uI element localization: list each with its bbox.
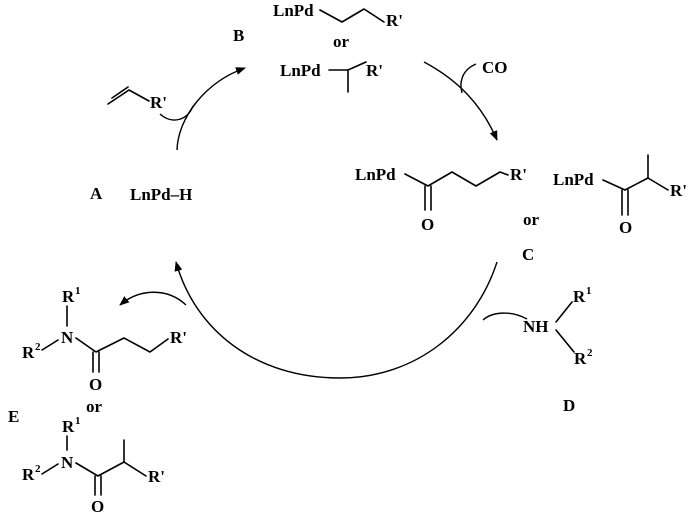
- label-a: A: [90, 184, 103, 203]
- b-linear-metal-label: LnPd: [273, 1, 314, 20]
- e-linear-r2-superscript: 2: [35, 341, 41, 353]
- b-linear-substituent-label: R': [386, 11, 403, 30]
- e-linear-substituent-label: R': [170, 328, 187, 347]
- amine-entry-curve: [482, 312, 528, 321]
- c-branched-oxygen-label: O: [619, 218, 632, 237]
- amine-r1-superscript: 1: [586, 285, 592, 297]
- c-linear-acyl-pd: LnPd O R': [355, 165, 527, 234]
- c-linear-metal-label: LnPd: [355, 165, 396, 184]
- e-branched-r2-label: R: [22, 465, 35, 484]
- e-linear-r2-label: R: [22, 343, 35, 362]
- co-label: CO: [482, 58, 508, 77]
- e-branched-r1-label: R: [62, 417, 75, 436]
- c-or-label: or: [523, 210, 540, 229]
- amine-r1-label: R: [573, 287, 586, 306]
- e-branched-oxygen-label: O: [91, 497, 104, 516]
- b-or-label: or: [333, 32, 350, 51]
- b-branched-metal-label: LnPd: [280, 61, 321, 80]
- e-branched-substituent-label: R': [148, 467, 165, 486]
- e-linear-r1-label: R: [62, 287, 75, 306]
- label-b: B: [233, 26, 244, 45]
- c-branched-metal-label: LnPd: [553, 170, 594, 189]
- alkene-substituent-label: R': [150, 93, 167, 112]
- co-entry-curve: [460, 63, 477, 94]
- arrow-b-to-c: [423, 61, 498, 141]
- label-c: C: [522, 245, 534, 264]
- label-e: E: [8, 407, 19, 426]
- amine-r2-superscript: 2: [587, 347, 593, 359]
- e-linear-n-label: N: [61, 328, 74, 347]
- amine-r2-label: R: [574, 349, 587, 368]
- alkene-substrate: R': [107, 86, 167, 112]
- label-d: D: [563, 396, 575, 415]
- arrow-c-to-a: [174, 261, 498, 379]
- b-linear-alkyl-pd: LnPd R': [273, 1, 403, 30]
- c-branched-acyl-pd: LnPd O R': [553, 154, 687, 237]
- b-branched-substituent-label: R': [366, 61, 383, 80]
- e-branched-r2-superscript: 2: [35, 463, 41, 475]
- b-branched-alkyl-pd: LnPd R': [280, 61, 383, 93]
- c-branched-substituent-label: R': [670, 181, 687, 200]
- c-linear-oxygen-label: O: [421, 215, 434, 234]
- catalyst-pd-hydride: LnPd–H: [130, 185, 192, 204]
- amine-d: NH R 1 R 2: [523, 285, 593, 368]
- e-linear-oxygen-label: O: [89, 375, 102, 394]
- c-linear-substituent-label: R': [510, 165, 527, 184]
- alkene-entry-curve: [159, 105, 194, 121]
- product-release-arrow: [119, 291, 187, 306]
- e-linear-amide: R 1 N R 2 O R': [22, 285, 187, 394]
- e-linear-r1-superscript: 1: [75, 285, 81, 297]
- e-branched-r1-superscript: 1: [75, 415, 81, 427]
- arrow-a-to-b: [176, 67, 246, 151]
- e-branched-n-label: N: [61, 453, 74, 472]
- e-or-label: or: [86, 397, 103, 416]
- e-branched-amide: R 1 N R 2 O R': [22, 415, 165, 516]
- amine-nh-label: NH: [523, 317, 549, 336]
